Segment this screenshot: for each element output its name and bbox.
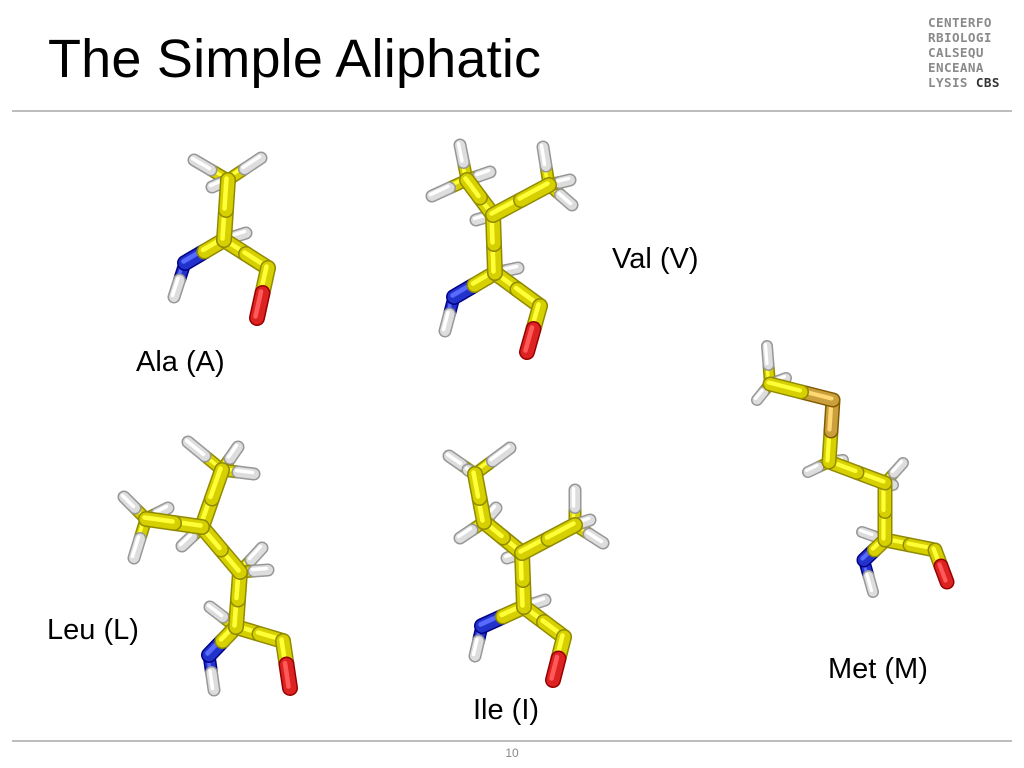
- logo-line-prefix: LYSIS: [928, 75, 976, 90]
- label-leucine: Leu (L): [47, 614, 139, 646]
- logo-line: ENCEANA: [928, 60, 984, 75]
- molecule-valine: [425, 138, 579, 360]
- label-methionine: Met (M): [828, 653, 928, 685]
- molecule-leucine: [117, 435, 298, 697]
- logo-line: RBIOLOGI: [928, 30, 992, 45]
- label-valine: Val (V): [612, 243, 699, 275]
- molecule-isoleucine: [442, 441, 610, 688]
- slide-title: The Simple Aliphatic: [48, 29, 542, 89]
- logo-cbs: CBS: [975, 75, 1000, 90]
- title-divider: [12, 110, 1012, 112]
- logo-line: CALSEQU: [928, 45, 984, 60]
- cbs-logo: CENTERFO RBIOLOGI CALSEQU ENCEANA LYSIS …: [928, 15, 1012, 90]
- label-isoleucine: Ile (I): [473, 694, 540, 726]
- molecule-alanine: [167, 151, 276, 326]
- logo-line: CENTERFO: [928, 15, 992, 30]
- molecule-methionine: [751, 340, 955, 598]
- label-alanine: Ala (A): [136, 346, 225, 378]
- logo-line: LYSIS CBS: [928, 75, 1012, 90]
- page-number: 10: [505, 746, 519, 760]
- footer-divider: [12, 740, 1012, 742]
